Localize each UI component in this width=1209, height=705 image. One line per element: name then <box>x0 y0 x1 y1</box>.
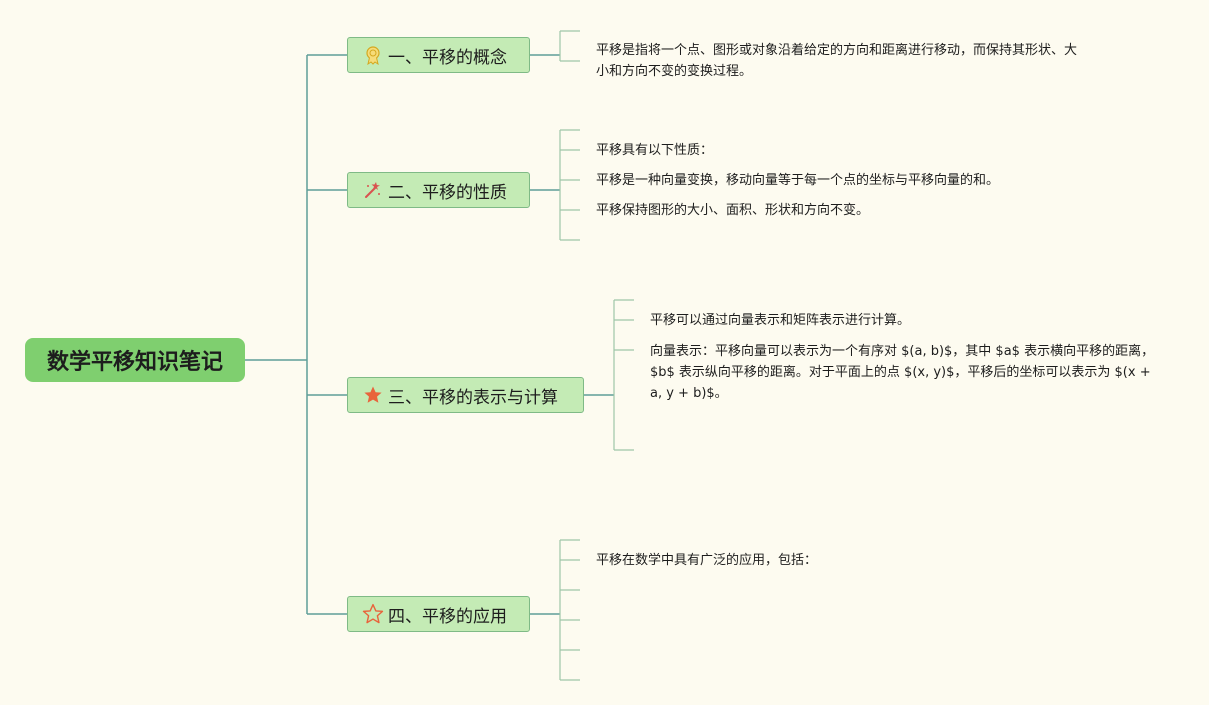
leaf-text[interactable]: 向量表示：平移向量可以表示为一个有序对 $(a, b)$，其中 $a$ 表示横向… <box>650 344 1155 401</box>
leaf-text[interactable]: 平移具有以下性质： <box>596 143 714 158</box>
branch-topic-label: 三、平移的表示与计算 <box>388 387 558 408</box>
leaf-text[interactable]: 平移可以通过向量表示和矩阵表示进行计算。 <box>650 313 911 328</box>
root-topic-label: 数学平移知识笔记 <box>46 350 223 375</box>
leaf-text[interactable]: 平移是一种向量变换，移动向量等于每一个点的坐标与平移向量的和。 <box>596 173 1000 188</box>
magic-wand-icon <box>362 179 384 201</box>
leaf-text[interactable]: 平移是指将一个点、图形或对象沿着给定的方向和距离进行移动，而保持其形状、大小和方… <box>596 43 1078 79</box>
branch-topic-label: 四、平移的应用 <box>388 606 507 627</box>
star-outline-icon <box>362 603 384 625</box>
branch-topic-representation[interactable]: 三、平移的表示与计算 <box>347 377 584 413</box>
branch-topic-properties[interactable]: 二、平移的性质 <box>347 172 530 208</box>
branch-topic-label: 一、平移的概念 <box>388 47 507 68</box>
star-filled-icon <box>362 384 384 406</box>
branch-topic-concept[interactable]: 一、平移的概念 <box>347 37 530 73</box>
leaf-text[interactable]: 平移在数学中具有广泛的应用，包括： <box>596 553 818 568</box>
root-topic[interactable]: 数学平移知识笔记 <box>25 338 245 382</box>
medal-icon <box>362 44 384 66</box>
branch-topic-applications[interactable]: 四、平移的应用 <box>347 596 530 632</box>
branch-topic-label: 二、平移的性质 <box>388 182 507 203</box>
leaf-text[interactable]: 平移保持图形的大小、面积、形状和方向不变。 <box>596 203 870 218</box>
